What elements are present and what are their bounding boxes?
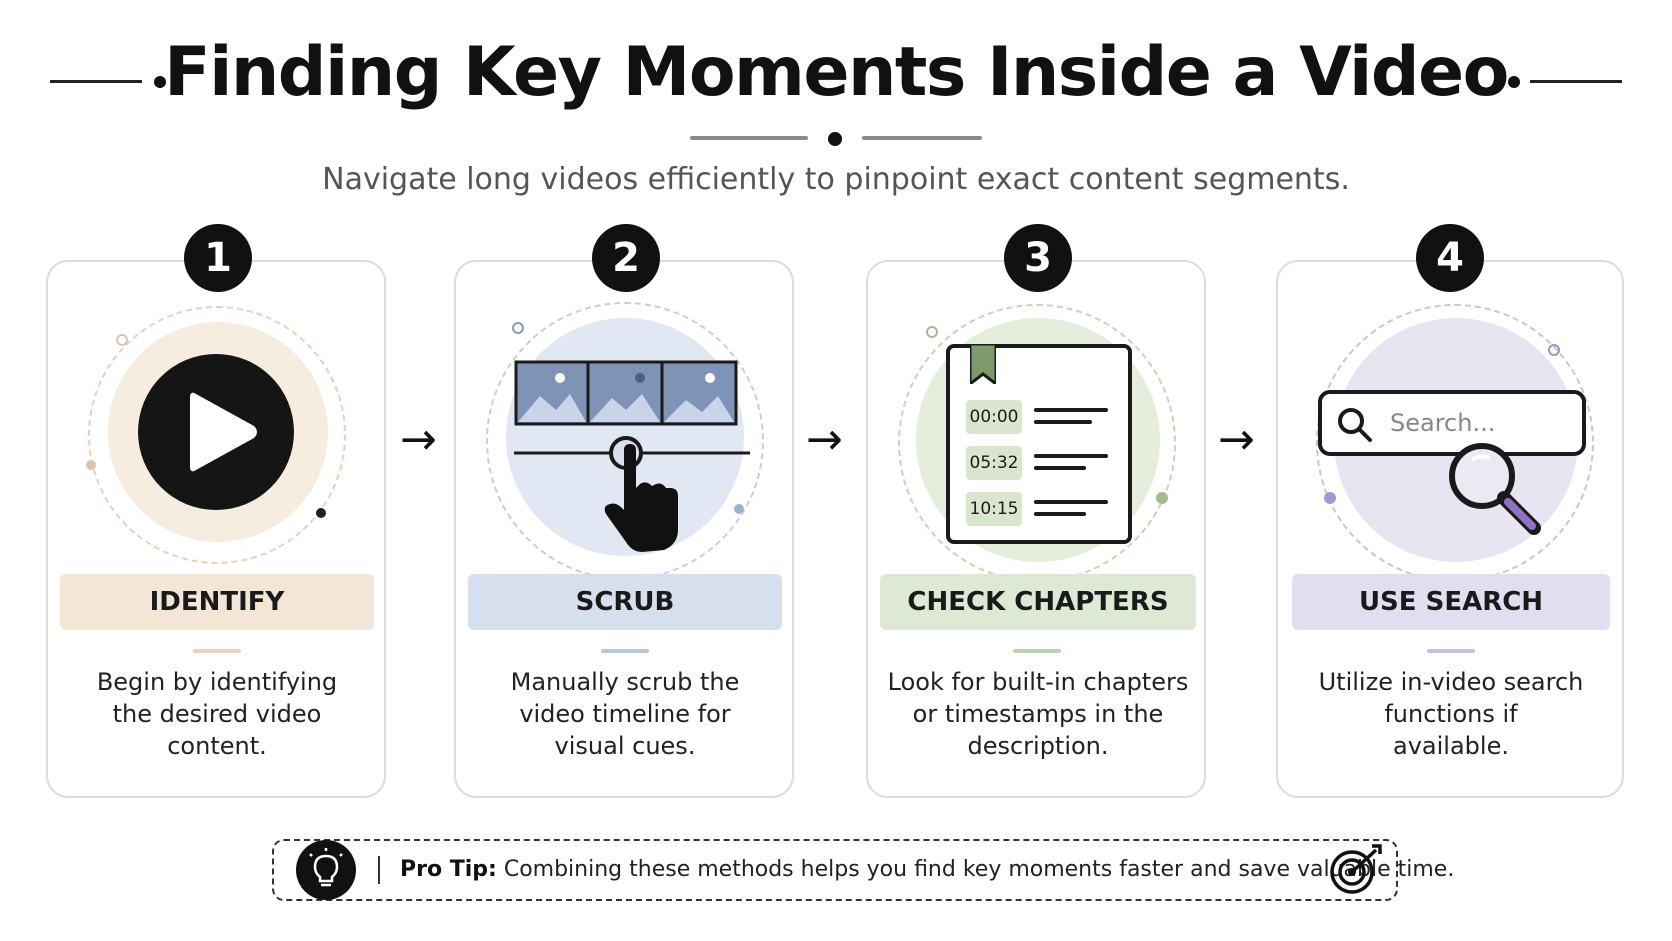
subtitle: Navigate long videos efficiently to pinp…	[322, 162, 1350, 197]
step-label-check-chapters: CHECK CHAPTERS	[880, 574, 1196, 630]
decor-dot	[734, 504, 744, 514]
label-underline	[601, 649, 649, 653]
pro-tip-box	[272, 839, 1398, 901]
arrow-right-icon: →	[1218, 414, 1255, 465]
bookmark-icon	[968, 342, 998, 388]
step-number-badge: 4	[1416, 224, 1484, 292]
title-dot-left	[154, 76, 166, 88]
target-icon	[1328, 844, 1384, 896]
step-description: Begin by identifying the desired video c…	[96, 668, 338, 760]
decor-circle	[926, 326, 938, 338]
chapter-lines	[1034, 406, 1114, 536]
decor-dot	[86, 460, 96, 470]
play-icon	[138, 354, 294, 510]
search-placeholder: Search...	[1390, 409, 1496, 437]
decor-dot	[316, 508, 326, 518]
step-label-use-search: USE SEARCH	[1292, 574, 1610, 630]
magnifier-icon	[1446, 440, 1550, 540]
title-rule-right	[1530, 80, 1622, 83]
label-underline	[193, 649, 241, 653]
chapter-time: 05:32	[966, 446, 1022, 480]
step-number-badge: 3	[1004, 224, 1072, 292]
decor-circle	[1548, 344, 1560, 356]
step-description: Utilize in-video search functions if ava…	[1318, 668, 1584, 760]
arrow-right-icon: →	[400, 414, 437, 465]
decor-ring	[88, 306, 346, 564]
step-label-identify: IDENTIFY	[60, 574, 374, 630]
step-number-badge: 2	[592, 224, 660, 292]
label-underline	[1427, 649, 1475, 653]
chapter-time: 10:15	[966, 492, 1022, 526]
decor-dot	[1324, 492, 1336, 504]
page-title: Finding Key Moments Inside a Video	[164, 33, 1509, 112]
decor-circle	[116, 334, 128, 346]
lightbulb-icon	[296, 840, 356, 900]
search-icon	[1336, 406, 1374, 444]
pro-tip-text: Pro Tip: Combining these methods helps y…	[400, 857, 1455, 882]
divider-dot	[828, 132, 842, 146]
tip-separator	[378, 856, 380, 884]
chapter-time: 00:00	[966, 400, 1022, 434]
step-number-badge: 1	[184, 224, 252, 292]
decor-circle	[512, 322, 524, 334]
filmstrip-icon	[500, 360, 754, 560]
title-dot-right	[1508, 76, 1520, 88]
step-description: Manually scrub the video timeline for vi…	[510, 668, 740, 760]
label-underline	[1013, 649, 1061, 653]
arrow-right-icon: →	[806, 414, 843, 465]
divider-right	[862, 136, 982, 140]
step-label-scrub: SCRUB	[468, 574, 782, 630]
step-description: Look for built-in chapters or timestamps…	[887, 668, 1189, 760]
divider-left	[690, 136, 808, 140]
decor-dot	[1156, 492, 1168, 504]
title-rule-left	[50, 80, 142, 83]
pointer-hand-icon	[602, 444, 692, 556]
